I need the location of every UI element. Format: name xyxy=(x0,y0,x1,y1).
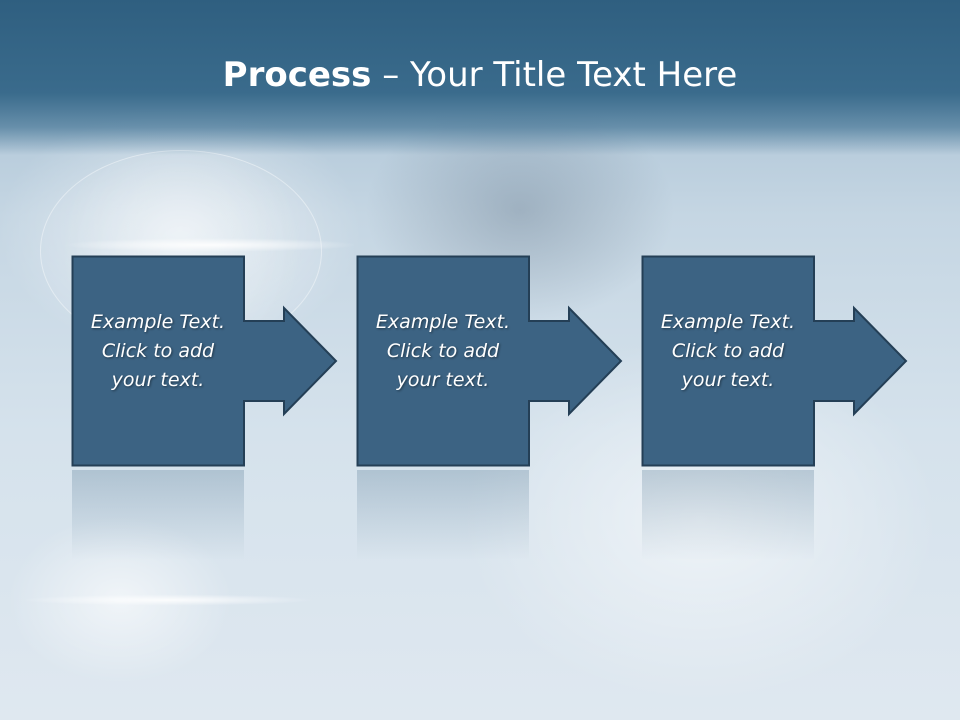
step-arrow-shape xyxy=(356,255,623,467)
step-text: Example Text. Click to add your text. xyxy=(72,308,244,395)
step-arrow-shape xyxy=(641,255,908,467)
step-line: your text. xyxy=(111,369,205,391)
step-line: Click to add xyxy=(386,340,500,362)
step-arrow-shape xyxy=(71,255,338,467)
step-line: Example Text. xyxy=(90,311,226,333)
step-line: Click to add xyxy=(671,340,785,362)
step-reflection xyxy=(72,470,244,560)
process-step-1[interactable]: Example Text. Click to add your text. xyxy=(71,255,362,467)
step-line: your text. xyxy=(396,369,490,391)
step-reflection xyxy=(642,470,814,560)
step-line: Click to add xyxy=(101,340,215,362)
step-text: Example Text. Click to add your text. xyxy=(357,308,529,395)
step-line: your text. xyxy=(681,369,775,391)
process-step-3[interactable]: Example Text. Click to add your text. xyxy=(641,255,932,467)
process-step-2[interactable]: Example Text. Click to add your text. xyxy=(356,255,647,467)
step-text: Example Text. Click to add your text. xyxy=(642,308,814,395)
step-line: Example Text. xyxy=(375,311,511,333)
title-band xyxy=(0,0,960,155)
slide-title[interactable]: Process – Your Title Text Here xyxy=(0,52,960,98)
title-text: Your Title Text Here xyxy=(410,55,738,95)
light-flare-lower xyxy=(0,585,420,615)
step-reflection xyxy=(357,470,529,560)
light-flare xyxy=(0,230,420,260)
title-separator: – xyxy=(371,55,411,95)
title-bold-text: Process xyxy=(222,55,372,95)
step-line: Example Text. xyxy=(660,311,796,333)
